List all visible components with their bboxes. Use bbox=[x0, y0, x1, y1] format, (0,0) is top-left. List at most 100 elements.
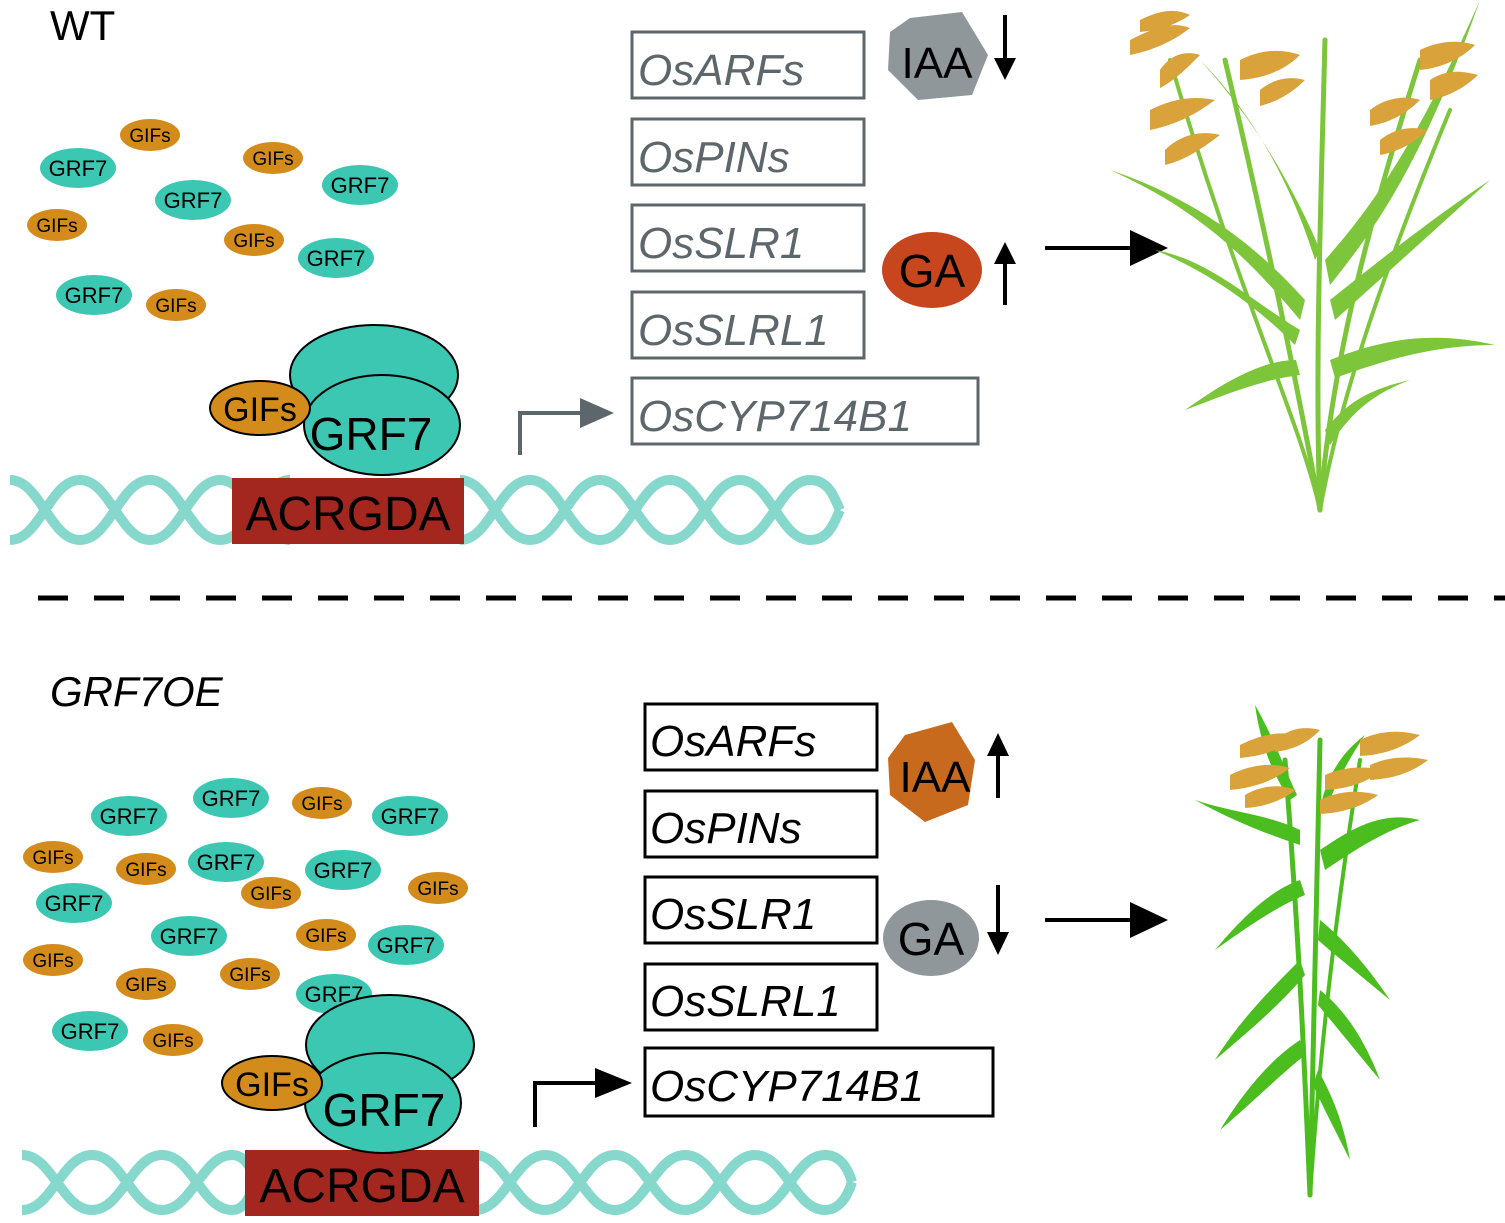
oe-gene-oscyp714b1: OsCYP714B1 bbox=[650, 1062, 924, 1111]
wt-ga-up-arrow bbox=[994, 242, 1016, 305]
oe-gene-osarfs: OsARFs bbox=[650, 717, 816, 766]
svg-text:GIFs: GIFs bbox=[301, 794, 342, 815]
wt-gene-osslr1: OsSLR1 bbox=[638, 219, 804, 268]
oe-dna-helix bbox=[21, 1149, 857, 1216]
free-gifs: GIFs bbox=[146, 289, 206, 321]
wt-complex-gifs-label: GIFs bbox=[223, 391, 297, 429]
svg-text:GRF7: GRF7 bbox=[331, 173, 390, 198]
free-gifs: GIFs bbox=[116, 853, 176, 885]
free-gifs: GIFs bbox=[241, 877, 301, 909]
svg-text:GIFs: GIFs bbox=[252, 149, 293, 170]
svg-text:GRF7: GRF7 bbox=[377, 933, 436, 958]
svg-text:GRF7: GRF7 bbox=[197, 850, 256, 875]
wt-ga-label: GA bbox=[899, 245, 966, 297]
wt-gene-list: OsARFs OsPINs OsSLR1 OsSLRL1 OsCYP714B1 bbox=[630, 30, 980, 446]
svg-text:GIFs: GIFs bbox=[305, 926, 346, 947]
free-grf7: GRF7 bbox=[188, 842, 264, 882]
free-gifs: GIFs bbox=[116, 968, 176, 1000]
oe-iaa-up-arrow bbox=[987, 733, 1009, 798]
svg-text:GIFs: GIFs bbox=[152, 1031, 193, 1052]
svg-text:GRF7: GRF7 bbox=[160, 924, 219, 949]
wt-transcription-arrow bbox=[518, 398, 614, 455]
free-grf7: GRF7 bbox=[305, 850, 381, 890]
svg-text:GRF7: GRF7 bbox=[61, 1019, 120, 1044]
free-grf7: GRF7 bbox=[372, 796, 448, 836]
svg-text:GRF7: GRF7 bbox=[45, 891, 104, 916]
free-gifs: GIFs bbox=[408, 872, 468, 904]
wt-iaa-down-arrow bbox=[994, 15, 1016, 80]
svg-text:GRF7: GRF7 bbox=[164, 188, 223, 213]
free-grf7: GRF7 bbox=[52, 1011, 128, 1051]
free-gifs: GIFs bbox=[27, 209, 87, 241]
oe-transcription-arrow bbox=[533, 1068, 632, 1127]
oe-ga-label: GA bbox=[898, 913, 965, 965]
oe-ga-hormone: GA bbox=[883, 900, 979, 976]
svg-text:GIFs: GIFs bbox=[129, 126, 170, 147]
wt-acrgda-box bbox=[232, 478, 464, 544]
wt-panel: WT GRF7 GRF7 GRF7 GRF7 GRF7 bbox=[9, 0, 1495, 546]
free-grf7: GRF7 bbox=[36, 883, 112, 923]
free-grf7: GRF7 bbox=[40, 148, 116, 188]
oe-complex-grf7-label: GRF7 bbox=[323, 1084, 446, 1136]
free-grf7: GRF7 bbox=[151, 916, 227, 956]
free-gifs: GIFs bbox=[23, 841, 83, 873]
oe-acrgda-label: ACRGDA bbox=[259, 1160, 464, 1213]
wt-ga-hormone: GA bbox=[882, 232, 982, 308]
wt-free-proteins: GRF7 GRF7 GRF7 GRF7 GRF7 GIFs bbox=[27, 119, 398, 321]
short-rice-plant-icon bbox=[1195, 705, 1428, 1198]
svg-text:GIFs: GIFs bbox=[32, 848, 73, 869]
svg-text:GRF7: GRF7 bbox=[314, 858, 373, 883]
svg-text:GIFs: GIFs bbox=[155, 296, 196, 317]
wt-complex-grf7-label: GRF7 bbox=[310, 408, 433, 460]
free-grf7: GRF7 bbox=[368, 925, 444, 965]
oe-free-proteins: GRF7 GRF7 GRF7 GRF7 GRF7 GRF7 bbox=[23, 778, 468, 1056]
oe-gene-ospins: OsPINs bbox=[650, 804, 802, 853]
free-grf7: GRF7 bbox=[91, 796, 167, 836]
svg-text:GRF7: GRF7 bbox=[202, 786, 261, 811]
free-gifs: GIFs bbox=[143, 1024, 203, 1056]
free-gifs: GIFs bbox=[296, 919, 356, 951]
wt-gene-ospins: OsPINs bbox=[638, 133, 790, 182]
wt-gene-oscyp714b1: OsCYP714B1 bbox=[638, 392, 912, 441]
oe-gene-list: OsARFs OsPINs OsSLR1 OsSLRL1 OsCYP714B1 bbox=[643, 702, 995, 1118]
free-gifs: GIFs bbox=[120, 119, 180, 151]
svg-text:GIFs: GIFs bbox=[36, 216, 77, 237]
free-grf7: GRF7 bbox=[298, 238, 374, 278]
free-gifs: GIFs bbox=[243, 142, 303, 174]
wt-label: WT bbox=[50, 2, 115, 49]
svg-text:GRF7: GRF7 bbox=[381, 804, 440, 829]
free-grf7: GRF7 bbox=[56, 275, 132, 315]
oe-label: GRF7OE bbox=[50, 668, 224, 715]
oe-ga-down-arrow bbox=[987, 885, 1009, 955]
svg-text:GIFs: GIFs bbox=[233, 231, 274, 252]
svg-text:GIFs: GIFs bbox=[125, 860, 166, 881]
free-grf7: GRF7 bbox=[322, 165, 398, 205]
oe-gene-osslr1: OsSLR1 bbox=[650, 890, 816, 939]
tall-rice-plant-icon bbox=[1110, 0, 1495, 513]
wt-phenotype-arrow bbox=[1045, 230, 1168, 266]
wt-gene-osslrl1: OsSLRL1 bbox=[638, 306, 829, 355]
wt-iaa-hormone: IAA bbox=[888, 12, 988, 100]
oe-complex-gifs-label: GIFs bbox=[235, 1066, 309, 1104]
svg-text:GRF7: GRF7 bbox=[307, 246, 366, 271]
oe-gene-osslrl1: OsSLRL1 bbox=[650, 977, 841, 1026]
free-gifs: GIFs bbox=[23, 944, 83, 976]
svg-text:GRF7: GRF7 bbox=[100, 804, 159, 829]
svg-text:GRF7: GRF7 bbox=[65, 283, 124, 308]
free-gifs: GIFs bbox=[224, 224, 284, 256]
free-gifs: GIFs bbox=[292, 787, 352, 819]
wt-iaa-label: IAA bbox=[902, 39, 974, 88]
svg-text:GIFs: GIFs bbox=[417, 879, 458, 900]
free-gifs: GIFs bbox=[220, 958, 280, 990]
free-grf7: GRF7 bbox=[193, 778, 269, 818]
oe-grf7-gifs-complex: GIFs GRF7 bbox=[221, 994, 475, 1154]
oe-acrgda-box bbox=[245, 1150, 479, 1216]
oe-panel: GRF7OE GRF7 GRF7 GRF7 GRF7 GRF7 bbox=[21, 668, 1428, 1216]
oe-iaa-hormone: IAA bbox=[888, 722, 975, 822]
wt-acrgda-label: ACRGDA bbox=[245, 488, 450, 541]
svg-text:GIFs: GIFs bbox=[229, 965, 270, 986]
wt-gene-osarfs: OsARFs bbox=[638, 46, 804, 95]
free-grf7: GRF7 bbox=[155, 180, 231, 220]
oe-phenotype-arrow bbox=[1045, 902, 1168, 938]
